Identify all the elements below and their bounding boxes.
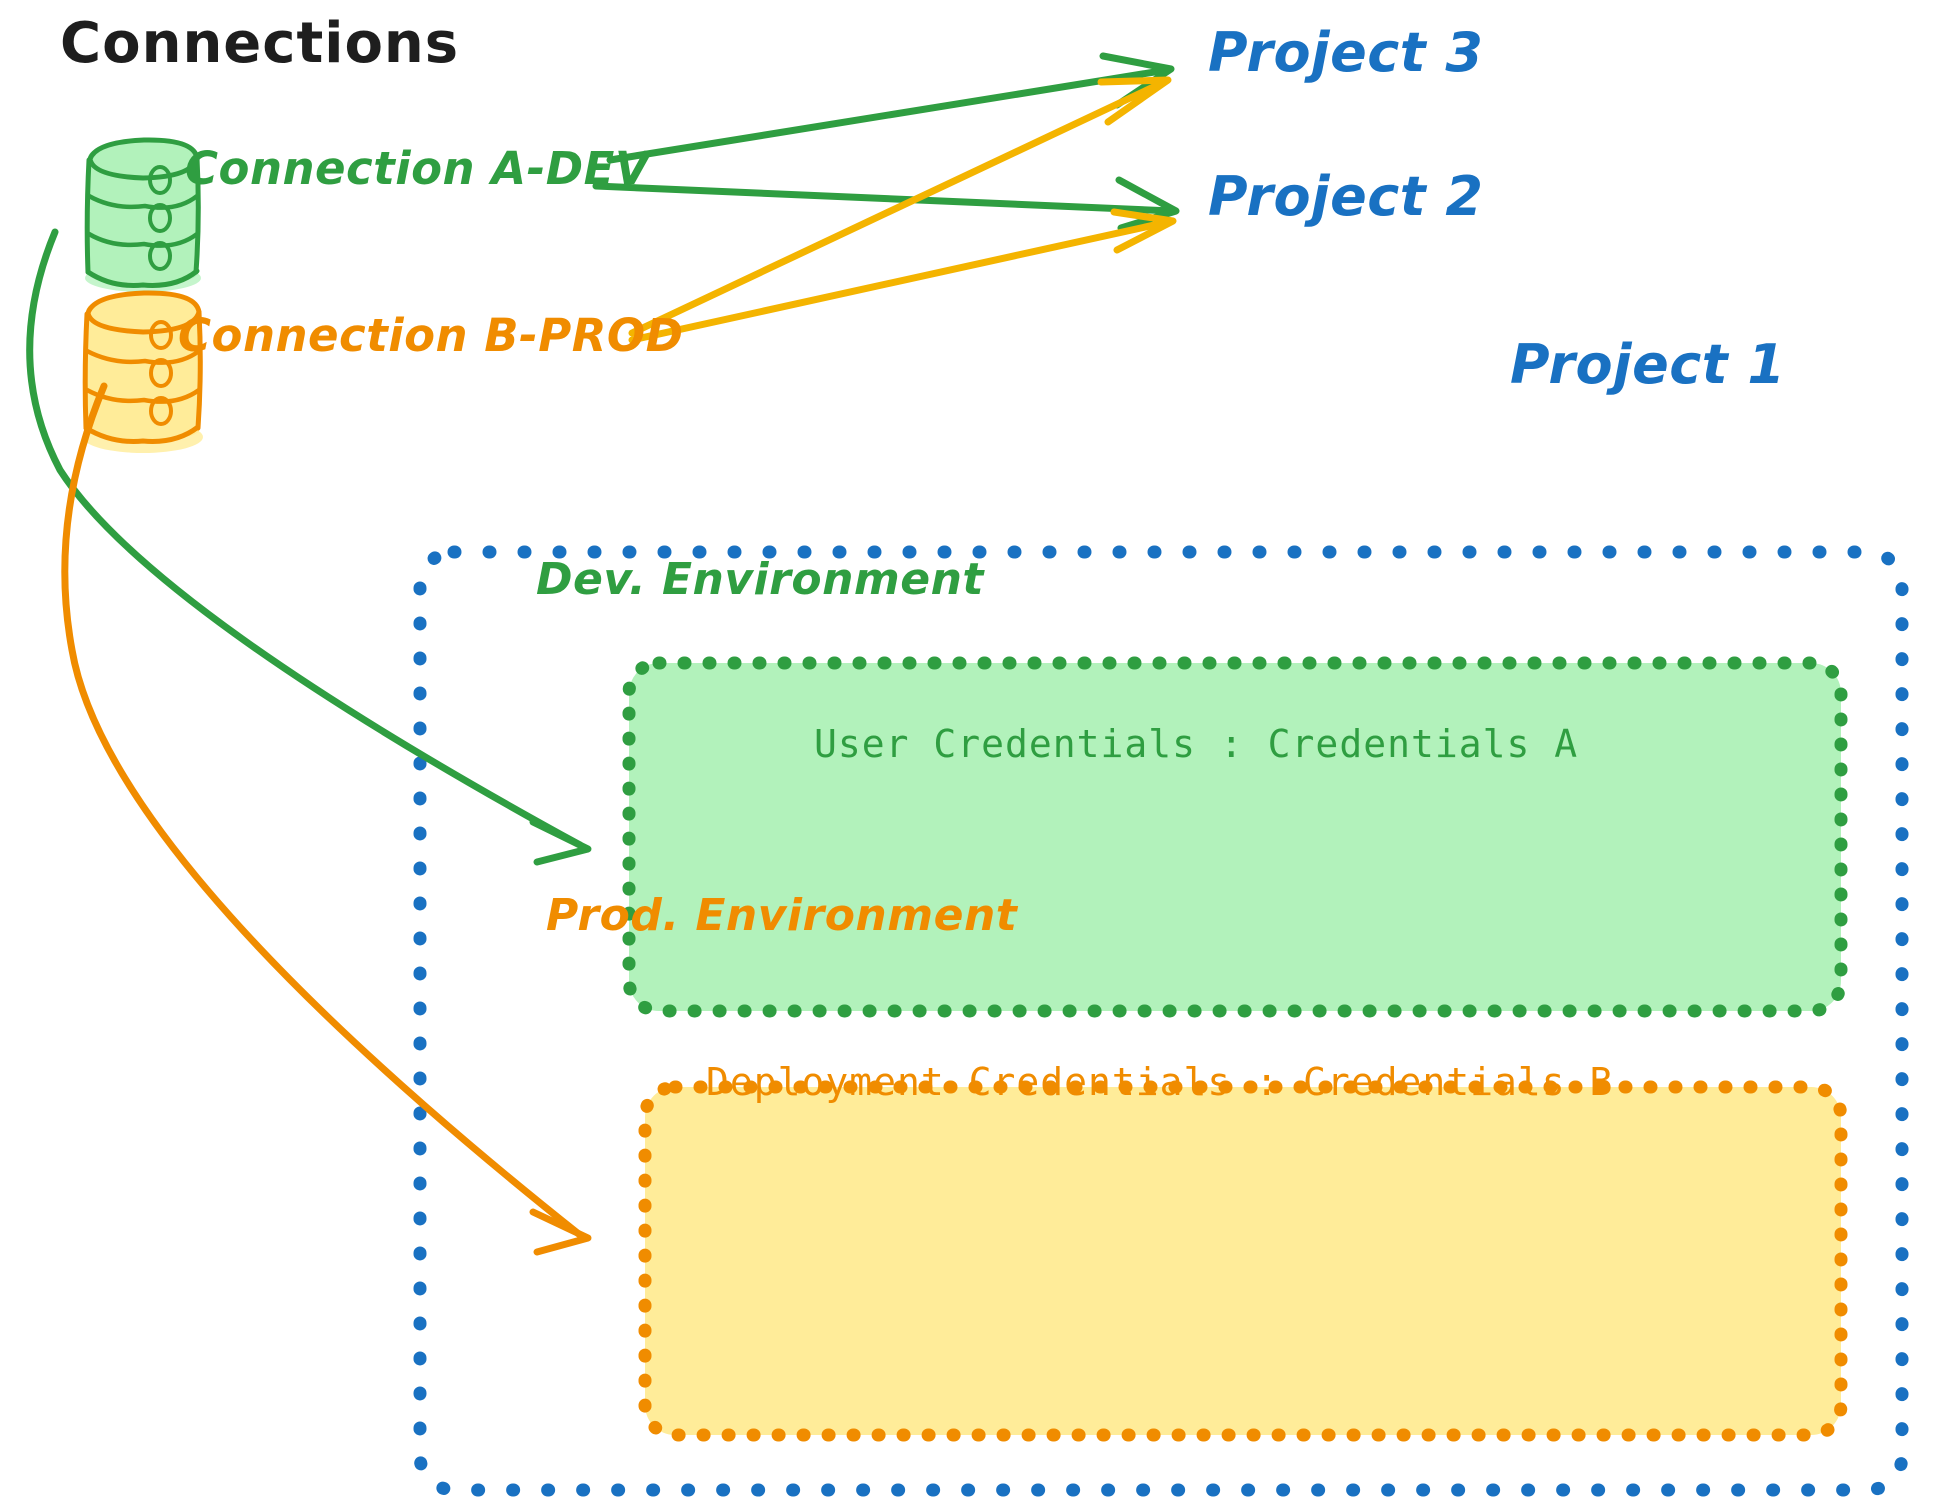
page-title: Connections	[60, 11, 460, 76]
dev-environment-box[interactable]	[622, 656, 1848, 1018]
prod-environment-credentials: Deployment Credentials : Credentials B	[706, 1060, 1614, 1104]
project-2-label[interactable]: Project 2	[1208, 165, 1484, 228]
project-3-label[interactable]: Project 3	[1208, 21, 1484, 84]
dev-environment-title: Dev. Environment	[536, 554, 984, 605]
project-1-container-border	[413, 545, 1909, 1497]
project-1-label[interactable]: Project 1	[1510, 333, 1786, 396]
connection-a-label[interactable]: Connection A-DEV	[185, 142, 651, 195]
arrow-conn-b-to-prod-environment	[61, 382, 592, 1256]
connection-b-label[interactable]: Connection B-PROD	[178, 309, 684, 362]
arrow-conn-a-to-project-3	[606, 52, 1175, 164]
arrow-conn-b-to-project-2	[628, 208, 1177, 344]
dev-environment-credentials: User Credentials : Credentials A	[814, 722, 1579, 766]
arrow-conn-a-to-dev-environment	[26, 228, 592, 866]
prod-environment-box[interactable]	[638, 1080, 1848, 1442]
arrow-conn-a-to-project-2	[592, 176, 1180, 232]
database-icon-connection-b[interactable]	[82, 290, 203, 453]
arrow-conn-b-to-project-3	[628, 76, 1172, 337]
prod-environment-title: Prod. Environment	[546, 890, 1018, 941]
database-icon-connection-a[interactable]	[84, 137, 201, 292]
